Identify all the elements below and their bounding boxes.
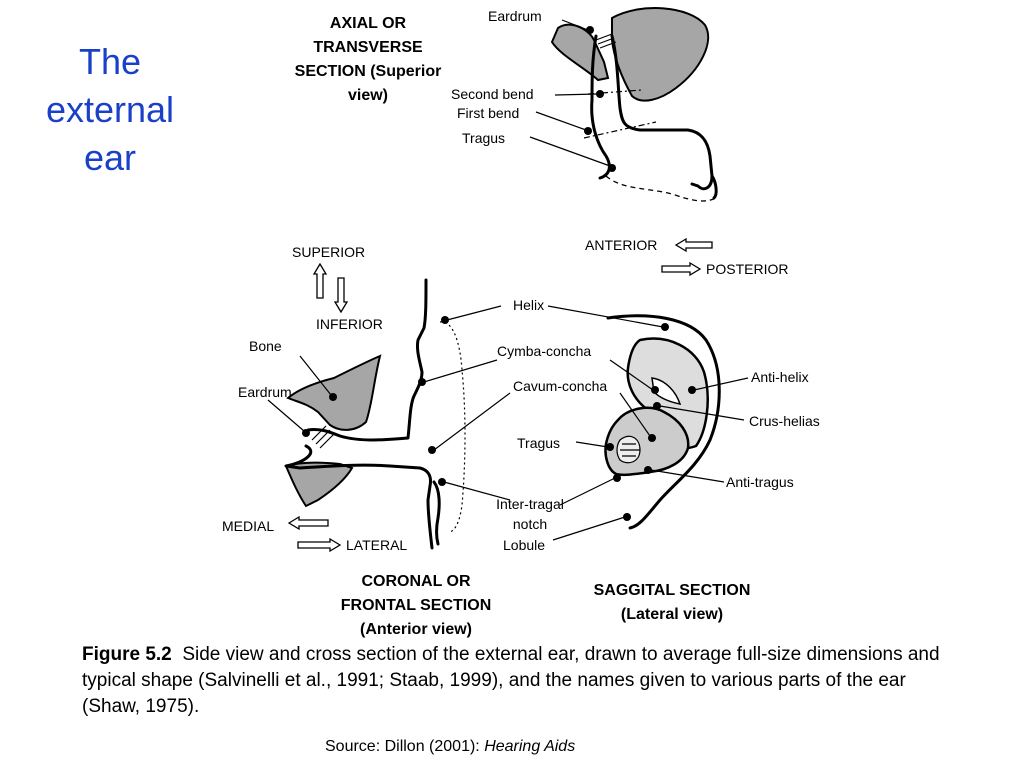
axial-section-drawing <box>529 7 718 202</box>
anterior-arrow-icon <box>674 237 713 253</box>
label-cavum-concha: Cavum-concha <box>513 378 608 394</box>
sagittal-lobule-dot <box>623 513 631 521</box>
lateral-arrow-icon <box>297 537 342 553</box>
label-superior: SUPERIOR <box>292 244 366 260</box>
shared-leaders <box>423 305 664 541</box>
cavum-leader-coronal <box>433 392 511 451</box>
sagittal-antihelix-dot <box>688 386 696 394</box>
coronal-section-drawing <box>267 278 466 550</box>
sagittal-label-crus-helias: Crus-helias <box>749 413 820 429</box>
axial-canal-wall-posterior <box>610 34 714 191</box>
sagittal-intertragal-dot <box>613 474 621 482</box>
figure-caption-text: Side view and cross section of the exter… <box>82 644 940 717</box>
axial-tragus-leader <box>529 136 611 167</box>
cavum-leader-sagittal <box>619 392 651 437</box>
helix-leader-sagittal <box>547 305 664 328</box>
sagittal-crus-dot <box>653 402 661 410</box>
label-medial: MEDIAL <box>222 518 275 534</box>
sagittal-helix-dot <box>661 323 669 331</box>
tragus-leader-sagittal <box>575 441 609 448</box>
coronal-cavum-dot <box>428 446 436 454</box>
orientation-arrows <box>287 237 713 553</box>
axial-eardrum-leader <box>561 19 589 31</box>
intertragal-leader-coronal <box>443 481 511 501</box>
sagittal-label-anti-tragus: Anti-tragus <box>726 474 794 490</box>
coronal-pinna-dotted <box>439 321 466 533</box>
sagittal-label-anti-helix: Anti-helix <box>751 369 809 385</box>
superior-arrow-icon <box>312 262 328 299</box>
label-helix: Helix <box>513 297 545 313</box>
sagittal-antitragus-leader <box>650 469 725 483</box>
sagittal-cymba-dot <box>651 386 659 394</box>
axial-bend-line-first <box>583 121 657 139</box>
slide-title: The external ear <box>45 41 175 178</box>
coronal-bone-leader <box>299 355 332 396</box>
sagittal-antitragus-dot <box>644 466 652 474</box>
inferior-arrow-icon <box>333 277 349 314</box>
coronal-section-title: CORONAL OR FRONTAL SECTION (Anterior vie… <box>340 573 492 638</box>
sagittal-crus-band <box>651 377 682 405</box>
medial-arrow-icon <box>287 515 329 531</box>
axial-second-bend-leader <box>554 93 599 96</box>
label-cymba-concha: Cymba-concha <box>497 343 592 359</box>
posterior-arrow-icon <box>661 261 702 277</box>
sagittal-tragus-hatch-lines <box>620 443 640 457</box>
label-posterior: POSTERIOR <box>706 261 789 277</box>
sagittal-crus-leader <box>659 405 745 421</box>
axial-label-eardrum: Eardrum <box>488 8 542 24</box>
cymba-leader-coronal <box>423 359 498 383</box>
sagittal-section-drawing <box>604 314 749 530</box>
axial-label-tragus: Tragus <box>462 130 506 146</box>
sagittal-antihelix-leader <box>693 377 749 391</box>
coronal-label-eardrum: Eardrum <box>238 384 292 400</box>
sagittal-section-title: SAGGITAL SECTION (Lateral view) <box>593 582 751 623</box>
axial-bone-right <box>611 7 710 102</box>
coronal-helix-dot <box>441 316 449 324</box>
axial-eardrum-dot <box>586 26 594 34</box>
axial-section-title: AXIAL OR TRANSVERSE SECTION (Superior vi… <box>294 15 442 104</box>
label-tragus: Tragus <box>517 435 561 451</box>
coronal-eardrum-leader <box>267 399 305 432</box>
coronal-canal-upper-wall <box>306 278 428 442</box>
source-prefix: Source: Dillon (2001): <box>325 738 485 755</box>
coronal-tragus-flap <box>432 480 441 546</box>
axial-label-second-bend: Second bend <box>451 86 534 102</box>
axial-first-bend-dot <box>584 127 592 135</box>
coronal-tragus-dot <box>438 478 446 486</box>
lobule-leader-sagittal <box>552 516 626 541</box>
figure-label: Figure 5.2 <box>82 644 172 665</box>
label-lateral: LATERAL <box>346 537 408 553</box>
axial-pinna-dashed <box>605 175 717 202</box>
intertragal-leader-sagittal <box>559 477 616 506</box>
source-line: Source: Dillon (2001): Hearing Aids <box>325 737 575 757</box>
axial-label-first-bend: First bend <box>457 105 520 121</box>
axial-second-bend-dot <box>596 90 604 98</box>
sagittal-tragus-dot <box>606 443 614 451</box>
label-lobule: Lobule <box>503 537 546 553</box>
figure-caption: Figure 5.2 Side view and cross section o… <box>82 642 962 720</box>
helix-leader-coronal <box>446 305 502 321</box>
coronal-cymba-dot <box>418 378 426 386</box>
axial-bone-left <box>550 23 610 82</box>
cymba-leader-sagittal <box>609 359 654 391</box>
label-anterior: ANTERIOR <box>585 237 658 253</box>
sagittal-outer-helix <box>606 314 721 530</box>
axial-concha-outline <box>710 174 718 200</box>
coronal-label-bone: Bone <box>249 338 282 354</box>
coronal-canal-lower-wall <box>284 444 434 550</box>
source-title: Hearing Aids <box>484 738 576 755</box>
coronal-bone-lower <box>284 461 354 508</box>
coronal-bone-upper <box>286 354 382 431</box>
label-inter-tragal-notch: Inter-tragal notch <box>496 496 564 532</box>
label-inferior: INFERIOR <box>316 316 383 332</box>
axial-first-bend-leader <box>535 111 587 131</box>
